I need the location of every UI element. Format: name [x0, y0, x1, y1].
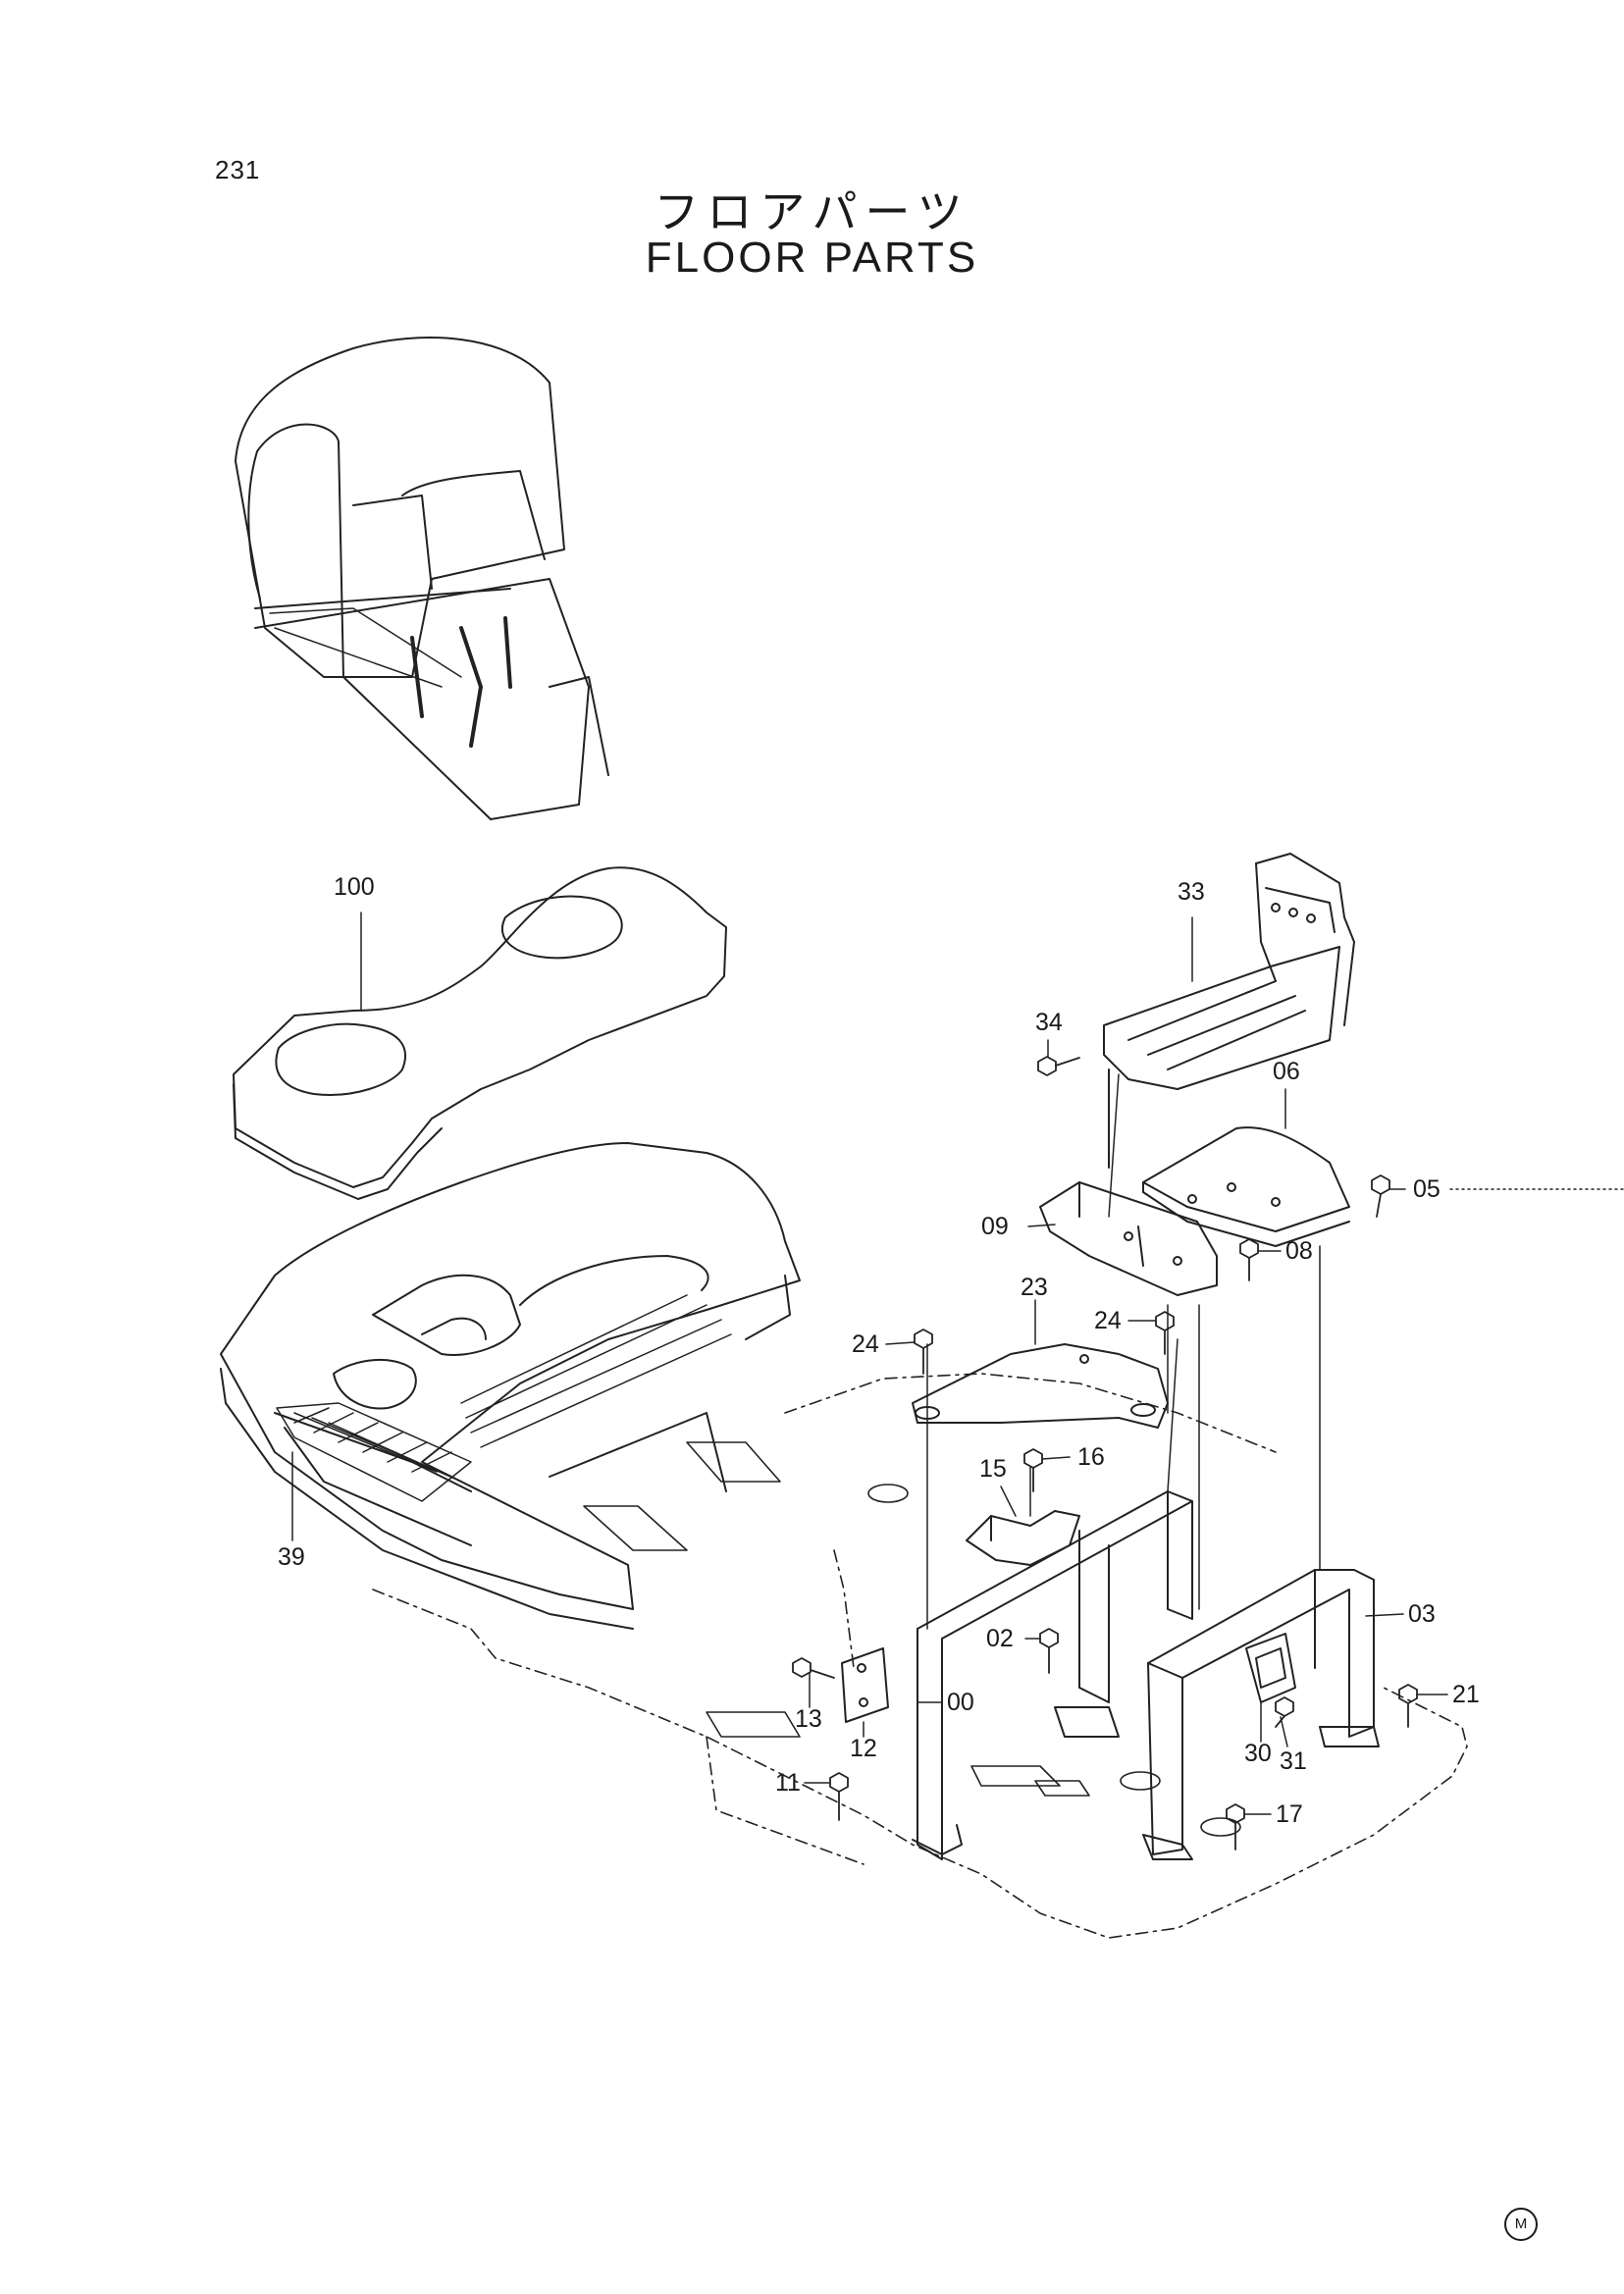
part-label-23: 23 [1021, 1274, 1048, 1301]
part-label-06: 06 [1273, 1058, 1300, 1085]
bolt-34 [1037, 1056, 1080, 1076]
bolt-05 [1371, 1174, 1390, 1218]
part-label-33: 33 [1178, 878, 1205, 906]
page-number: 231 [215, 155, 261, 184]
bracket-09 [1039, 1181, 1218, 1296]
manufacturer-mark: M [1504, 2208, 1538, 2241]
part-label-03: 03 [1408, 1600, 1436, 1628]
bolt-08 [1239, 1238, 1259, 1281]
part-label-15: 15 [979, 1455, 1007, 1483]
bolt-31 [1275, 1696, 1294, 1728]
bolt-11 [829, 1772, 849, 1821]
part-label-24-right: 24 [1094, 1307, 1122, 1334]
plate-06 [1142, 1126, 1350, 1247]
part-label-16: 16 [1077, 1443, 1105, 1471]
cab-illustration [235, 337, 609, 820]
part-label-13: 13 [795, 1705, 822, 1733]
latch-30 [1245, 1633, 1296, 1703]
bolt-24b [1155, 1311, 1175, 1355]
part-label-31: 31 [1280, 1747, 1307, 1775]
part-label-12: 12 [850, 1735, 877, 1762]
frame-03 [1142, 1569, 1380, 1860]
floor-plate-holes [583, 1441, 1241, 1837]
bolt-17 [1226, 1803, 1245, 1851]
part-label-24-left: 24 [852, 1330, 879, 1358]
frame-00 [912, 1490, 1193, 1860]
bolt-24a [914, 1329, 933, 1375]
part-label-08: 08 [1285, 1237, 1313, 1265]
part-label-09: 09 [981, 1213, 1009, 1240]
bolts [792, 1056, 1418, 1851]
page-title-english: FLOOR PARTS [645, 234, 979, 282]
bolt-13 [792, 1657, 835, 1679]
bolt-21 [1398, 1684, 1418, 1728]
floor-panel-39 [220, 1142, 801, 1630]
bracket-15 [966, 1510, 1080, 1566]
plate-23 [912, 1343, 1169, 1429]
part-label-39: 39 [278, 1543, 305, 1571]
part-label-21: 21 [1452, 1681, 1480, 1708]
part-label-34: 34 [1035, 1009, 1063, 1036]
floor-plate-outline [372, 1373, 1468, 1939]
part-label-02: 02 [986, 1625, 1014, 1652]
page-title-japanese: フロアパーツ [654, 185, 970, 238]
part-label-100: 100 [334, 873, 375, 901]
assembly-guide-lines [926, 1073, 1321, 1630]
part-label-05: 05 [1413, 1175, 1441, 1203]
floor-mat-100 [233, 866, 727, 1200]
part-label-17: 17 [1276, 1800, 1303, 1828]
part-label-00: 00 [947, 1689, 974, 1716]
bolt-16 [1023, 1448, 1043, 1492]
bolt-02 [1039, 1628, 1059, 1674]
leader-lines [291, 912, 1624, 1815]
bracket-33 [1103, 853, 1355, 1169]
part-label-30: 30 [1244, 1740, 1272, 1767]
plate-12 [841, 1647, 889, 1723]
part-label-11: 11 [775, 1769, 801, 1797]
